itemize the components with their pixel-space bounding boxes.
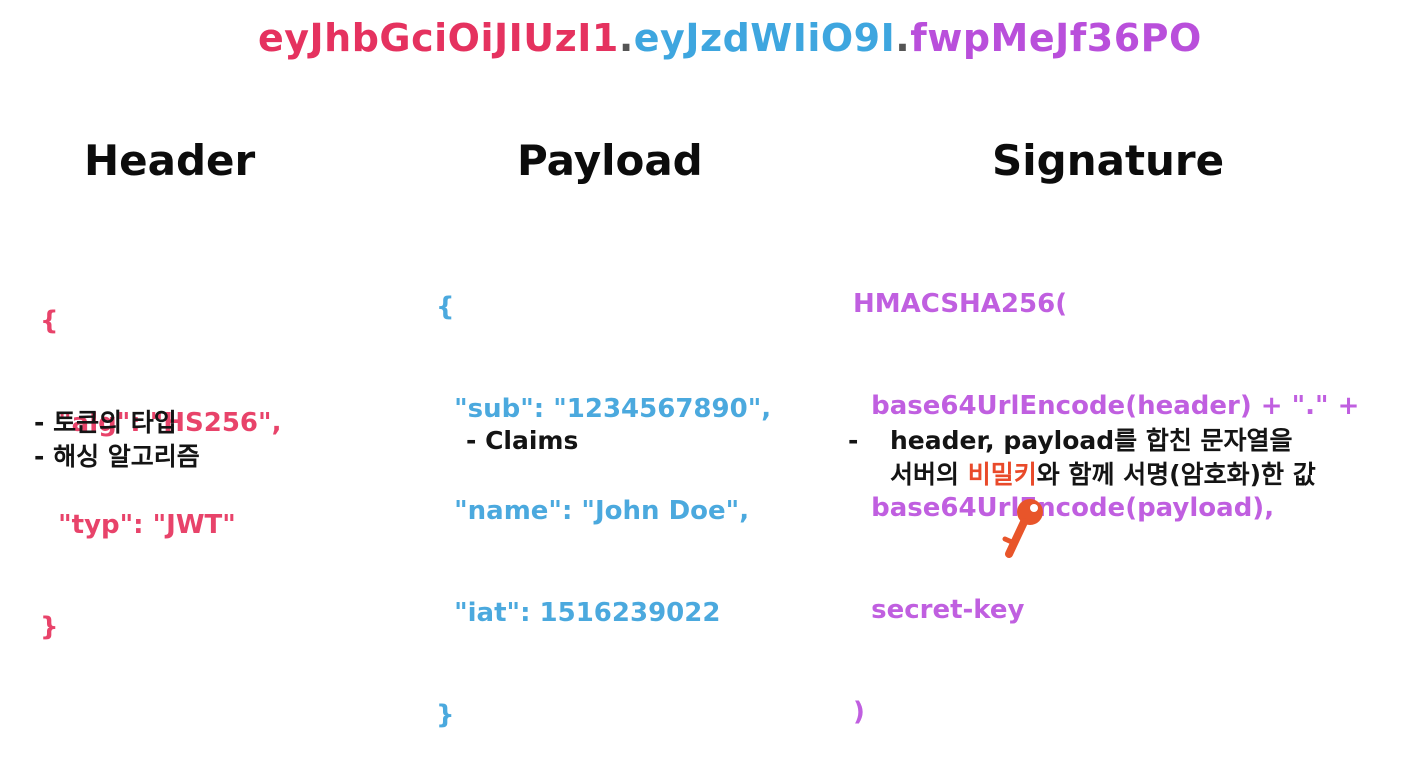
code-line: }	[40, 612, 59, 642]
header-notes: - 토큰의 타입 - 해싱 알고리즘	[34, 406, 200, 474]
token-signature-part: fwpMeJf36PO	[910, 16, 1202, 60]
token-separator: .	[895, 16, 911, 60]
note-text: 서버의	[890, 460, 968, 489]
signature-formula: HMACSHA256( base64UrlEncode(header) + ".…	[853, 219, 1359, 763]
code-line: )	[853, 697, 865, 727]
signature-heading: Signature	[992, 136, 1225, 185]
key-icon	[1000, 496, 1050, 562]
note-bullet: -	[848, 426, 859, 455]
code-line: {	[436, 292, 455, 322]
code-line: "iat": 1516239022	[436, 598, 721, 628]
payload-heading: Payload	[517, 136, 703, 185]
note-line: - 해싱 알고리즘	[34, 442, 200, 471]
token-header-part: eyJhbGciOiJIUzI1	[258, 16, 619, 60]
token-separator: .	[618, 16, 634, 60]
jwt-token: eyJhbGciOiJIUzI1.eyJzdWIiO9I.fwpMeJf36PO	[258, 16, 1202, 60]
note-line: header, payload를 합친 문자열을	[890, 426, 1293, 455]
secret-key-highlight: 비밀키	[967, 460, 1037, 489]
token-payload-part: eyJzdWIiO9I	[633, 16, 896, 60]
note-text: 와 함께 서명(암호화)한 값	[1036, 460, 1316, 489]
code-line: secret-key	[853, 595, 1025, 625]
payload-notes: - Claims	[466, 424, 578, 458]
note-line: 서버의 비밀키와 함께 서명(암호화)한 값	[890, 458, 1316, 492]
code-line: "alg": "HS256",	[40, 408, 282, 438]
code-line: "sub": "1234567890",	[436, 394, 772, 424]
code-line: base64UrlEncode(payload),	[853, 493, 1275, 523]
code-line: "typ": "JWT"	[40, 510, 236, 540]
code-line: HMACSHA256(	[853, 289, 1068, 319]
code-line: base64UrlEncode(header) + "." +	[853, 391, 1360, 421]
note-line: - 토큰의 타입	[34, 408, 177, 437]
note-line: - Claims	[466, 426, 579, 455]
header-heading: Header	[84, 136, 256, 185]
payload-json: { "sub": "1234567890", "name": "John Doe…	[436, 222, 771, 766]
code-line: "name": "John Doe",	[436, 496, 750, 526]
code-line: }	[436, 700, 455, 730]
code-line: {	[40, 306, 59, 336]
